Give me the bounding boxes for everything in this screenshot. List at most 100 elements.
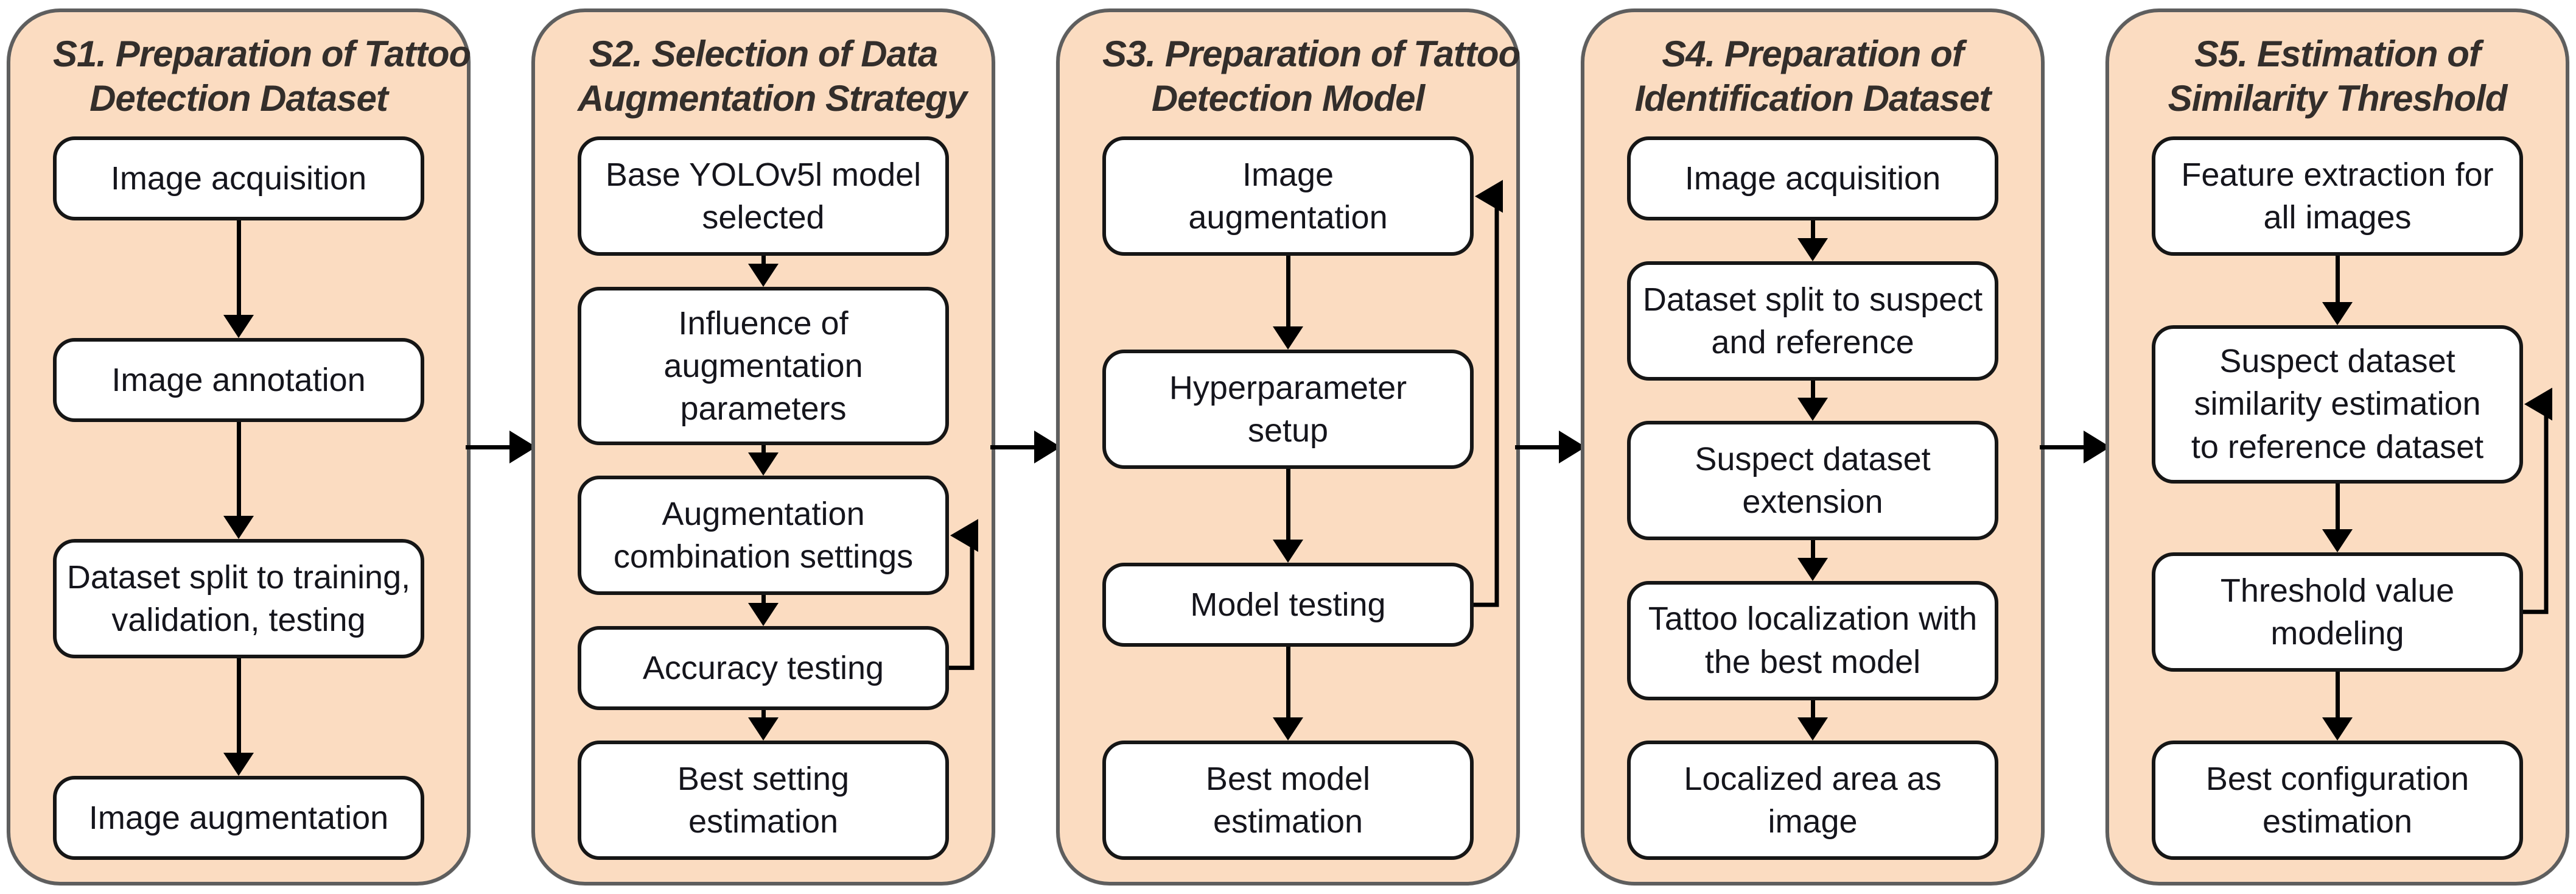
step-label: Best configuration — [2205, 760, 2469, 797]
step-model-testing: Model testing — [1102, 563, 1474, 647]
step-label: Best setting — [677, 760, 850, 797]
step-label: Threshold value — [2220, 572, 2455, 609]
step-image-augmentation-s3: Image augmentation — [1102, 136, 1474, 256]
stage-s4-steps: Image acquisition Dataset split to suspe… — [1627, 136, 1998, 860]
step-label: augmentation — [663, 347, 863, 384]
stage-title-line: S5. Estimation of — [2194, 33, 2481, 74]
step-label: image — [1768, 803, 1858, 840]
stage-s2: S2. Selection of Data Augmentation Strat… — [531, 9, 995, 885]
down-arrow-icon — [1102, 256, 1474, 350]
step-augmentation-combination-settings: Augmentation combination settings — [578, 476, 949, 596]
step-label: parameters — [680, 390, 847, 427]
down-arrow-icon — [578, 445, 949, 476]
step-label: combination settings — [613, 538, 914, 575]
step-label: and reference — [1711, 323, 1914, 361]
step-label: Tattoo localization with — [1648, 600, 1978, 638]
down-arrow-icon — [53, 220, 424, 338]
stage-s2-title: S2. Selection of Data Augmentation Strat… — [578, 32, 967, 121]
down-arrow-icon — [1627, 540, 1998, 581]
down-arrow-icon — [1102, 647, 1474, 741]
step-suspect-similarity-estimation: Suspect dataset similarity estimation to… — [2152, 325, 2523, 484]
step-label: Augmentation — [662, 496, 865, 532]
stage-s3: S3. Preparation of Tattoo Detection Mode… — [1056, 9, 1521, 885]
stage-title-line: Detection Dataset — [89, 78, 388, 119]
step-label: Model testing — [1190, 586, 1386, 624]
step-label: Accuracy testing — [642, 649, 884, 686]
step-dataset-split-suspect-reference: Dataset split to suspect and reference — [1627, 261, 1998, 381]
down-arrow-icon — [1627, 220, 1998, 261]
step-label: Image acquisition — [110, 160, 367, 197]
step-base-model-selected: Base YOLOv5l model selected — [578, 136, 949, 256]
step-best-model-estimation: Best model estimation — [1102, 741, 1474, 860]
step-label: extension — [1742, 484, 1883, 521]
step-label: Localized area as — [1684, 760, 1942, 797]
stage-title-line: S3. Preparation of Tattoo — [1102, 33, 1521, 74]
down-arrow-icon — [1627, 380, 1998, 421]
step-label: selected — [702, 199, 825, 236]
step-label: Dataset split to suspect — [1642, 281, 1983, 318]
down-arrow-icon — [1627, 700, 1998, 741]
stage-title-line: Augmentation Strategy — [578, 78, 967, 119]
stage-s5: S5. Estimation of Similarity Threshold F… — [2105, 9, 2569, 885]
stage-title-line: Similarity Threshold — [2168, 78, 2508, 119]
step-label: estimation — [1213, 803, 1363, 840]
step-influence-augmentation-parameters: Influence of augmentation parameters — [578, 286, 949, 445]
stage-s4-title: S4. Preparation of Identification Datase… — [1627, 32, 1998, 121]
step-label: Image acquisition — [1684, 160, 1941, 197]
step-image-augmentation: Image augmentation — [53, 776, 424, 861]
down-arrow-icon — [578, 256, 949, 287]
step-label: the best model — [1704, 643, 1921, 680]
step-label: similarity estimation — [2194, 385, 2481, 423]
stage-s2-steps: Base YOLOv5l model selected Influence of… — [578, 136, 949, 860]
step-label: Feature extraction for — [2181, 157, 2494, 194]
stage-flow-arrow-icon — [466, 9, 536, 885]
step-label: Dataset split to training, — [66, 559, 411, 596]
down-arrow-icon — [578, 595, 949, 626]
stage-title-line: Identification Dataset — [1634, 78, 1992, 119]
stage-title-line: Detection Model — [1151, 78, 1425, 119]
down-arrow-icon — [53, 658, 424, 776]
stage-s1-steps: Image acquisition Image annotation Datas… — [53, 136, 424, 861]
step-label: Suspect dataset — [2219, 343, 2455, 380]
step-image-acquisition-s4: Image acquisition — [1627, 136, 1998, 221]
step-localized-area-as-image: Localized area as image — [1627, 741, 1998, 860]
stage-flow-arrow-icon — [1515, 9, 1586, 885]
step-label: Image — [1242, 157, 1334, 194]
step-label: Suspect dataset — [1695, 441, 1931, 477]
step-best-setting-estimation: Best setting estimation — [578, 741, 949, 860]
step-label: Hyperparameter — [1169, 370, 1407, 407]
step-feature-extraction: Feature extraction for all images — [2152, 136, 2523, 256]
stage-flow-arrow-icon — [2040, 9, 2110, 885]
step-label: validation, testing — [111, 602, 366, 639]
step-image-acquisition: Image acquisition — [53, 136, 424, 221]
stage-flow-arrow-icon — [990, 9, 1061, 885]
step-label: Influence of — [678, 304, 849, 342]
step-label: Base YOLOv5l model — [605, 157, 922, 194]
step-tattoo-localization-best-model: Tattoo localization with the best model — [1627, 580, 1998, 700]
stage-s1-title: S1. Preparation of Tattoo Detection Data… — [53, 32, 471, 121]
stage-s5-steps: Feature extraction for all images Suspec… — [2152, 136, 2523, 860]
down-arrow-icon — [578, 709, 949, 741]
down-arrow-icon — [53, 421, 424, 540]
down-arrow-icon — [2152, 483, 2523, 552]
stage-s5-title: S5. Estimation of Similarity Threshold — [2152, 32, 2523, 121]
stage-s4: S4. Preparation of Identification Datase… — [1581, 9, 2045, 885]
stage-s1: S1. Preparation of Tattoo Detection Data… — [7, 9, 471, 885]
stage-title-line: S4. Preparation of — [1662, 33, 1964, 74]
step-label: estimation — [2262, 803, 2413, 840]
step-label: setup — [1247, 412, 1329, 449]
stage-title-line: S2. Selection of Data — [589, 33, 939, 74]
step-label: Best model — [1205, 760, 1371, 797]
stage-s3-steps: Image augmentation Hyperparameter setup … — [1102, 136, 1474, 860]
down-arrow-icon — [1102, 469, 1474, 563]
step-image-annotation: Image annotation — [53, 337, 424, 422]
step-label: to reference dataset — [2191, 428, 2484, 465]
step-best-configuration-estimation: Best configuration estimation — [2152, 740, 2523, 860]
stage-title-line: S1. Preparation of Tattoo — [53, 33, 471, 74]
step-label: estimation — [688, 803, 839, 840]
down-arrow-icon — [2152, 256, 2523, 325]
step-label: all images — [2263, 199, 2412, 236]
step-accuracy-testing: Accuracy testing — [578, 625, 949, 710]
